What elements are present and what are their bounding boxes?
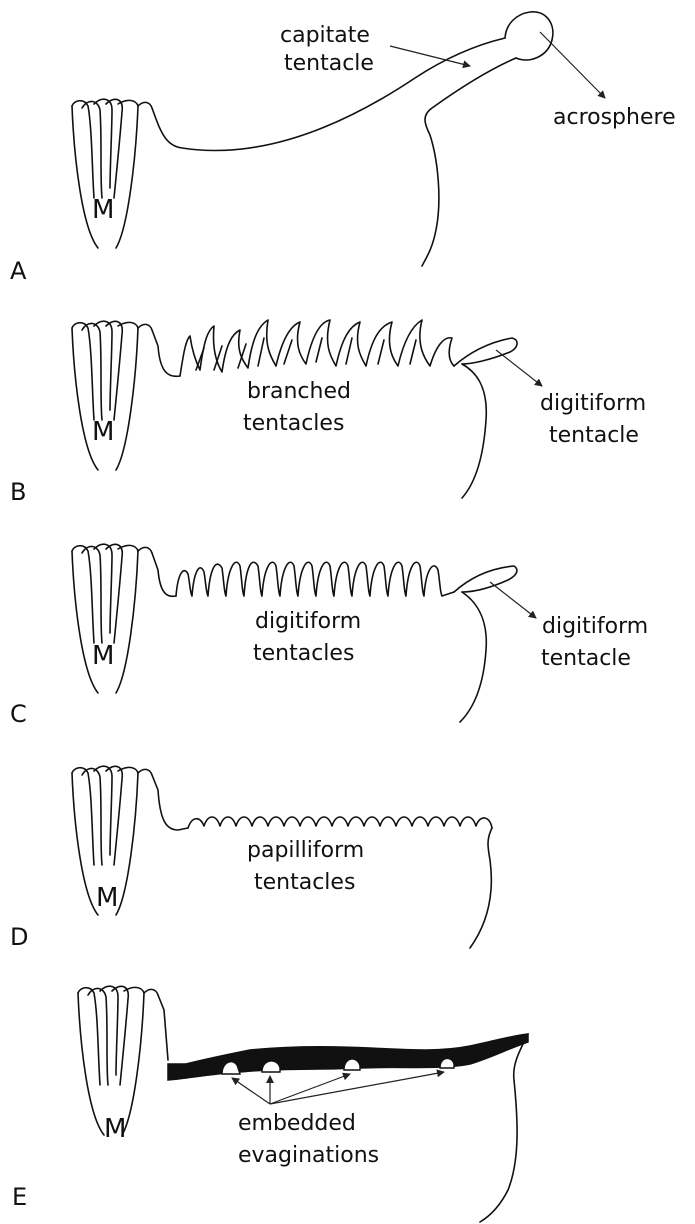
digitiform-c-label-line2: tentacles	[253, 641, 354, 666]
panel-letter-d: D	[10, 923, 28, 951]
capitate-label-line1: capitate	[280, 23, 370, 48]
digitiform-c2-label-line1: digitiform	[542, 614, 648, 639]
mouth-label-e: M	[104, 1114, 126, 1144]
digitiform-c2-label-line2: tentacle	[541, 646, 631, 671]
panel-a	[72, 12, 605, 266]
digitiform-c-label-line1: digitiform	[255, 609, 361, 634]
embedded-label-line1: embedded	[238, 1111, 356, 1136]
digitiform-tentacle-row	[176, 562, 454, 596]
papilliform-tentacle-row	[188, 817, 492, 828]
panel-b	[72, 320, 542, 498]
panel-letter-c: C	[10, 700, 27, 728]
papilliform-label-line2: tentacles	[254, 870, 355, 895]
digitiform-tentacle-b	[454, 338, 517, 366]
panel-letter-b: B	[10, 478, 26, 506]
capitate-tentacle	[505, 12, 553, 60]
mouth-label-c: M	[92, 641, 114, 671]
digitiform-b-label-line2: tentacle	[549, 423, 639, 448]
branched-label-line1: branched	[247, 379, 351, 404]
embedded-label-line2: evaginations	[238, 1143, 379, 1168]
panel-letter-a: A	[10, 257, 27, 285]
digitiform-b-label-line1: digitiform	[540, 391, 646, 416]
panel-letter-e: E	[12, 1183, 27, 1211]
branched-label-line2: tentacles	[243, 411, 344, 436]
panel-e	[78, 986, 528, 1222]
capitate-label-line2: tentacle	[284, 51, 374, 76]
papilliform-label-line1: papilliform	[247, 838, 364, 863]
mouth-label-d: M	[96, 883, 118, 913]
mouth-label-a: M	[92, 195, 114, 225]
mouth-label-b: M	[92, 417, 114, 447]
acrosphere-label: acrosphere	[553, 105, 676, 130]
